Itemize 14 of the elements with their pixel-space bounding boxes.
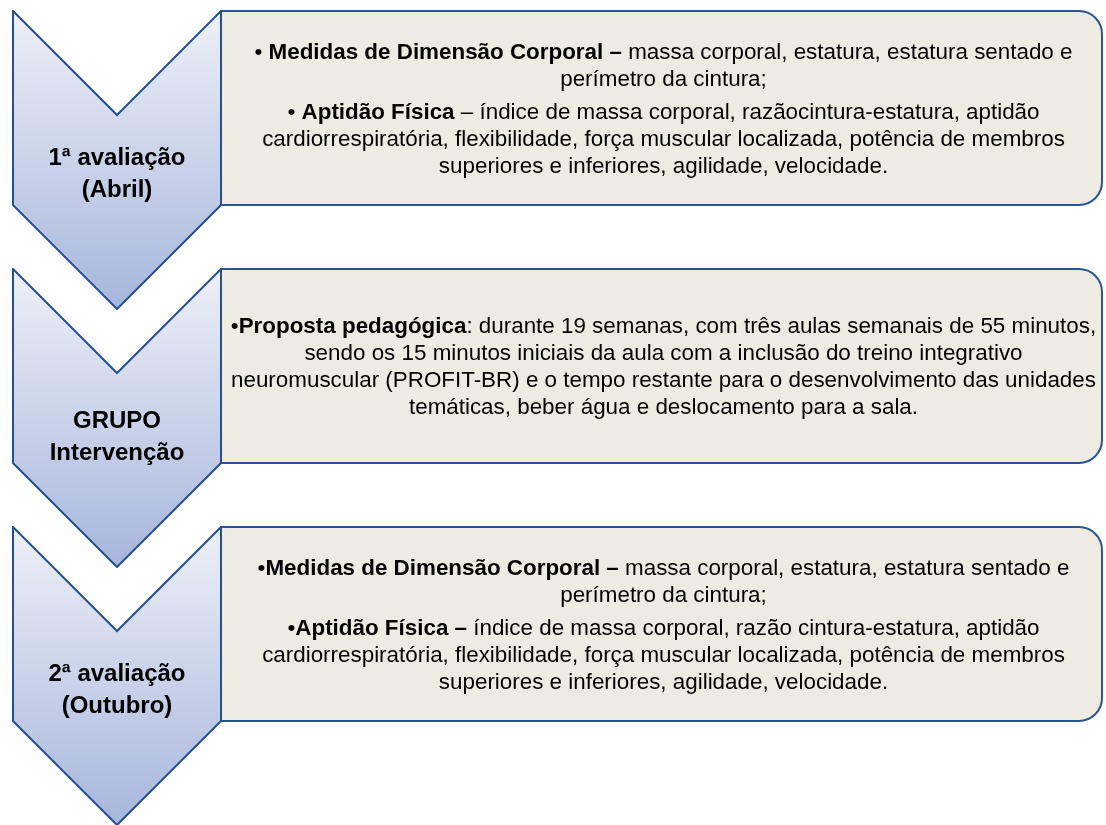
chevron-shape bbox=[12, 268, 222, 568]
step-label: GRUPO Intervenção bbox=[48, 404, 186, 467]
bullet-text: •Medidas de Dimensão Corporal – massa corporal, estatura, estatura sentado e perímetro da cintura; bbox=[256, 553, 1071, 608]
chevron-shape bbox=[12, 526, 222, 825]
text-panel bbox=[220, 10, 1103, 206]
bullet-text: •Proposta pedagógica: durante 19 semanas, com três aulas semanais de 55 minutos, sendo os 15 minutos iniciais da aula com a inclusão do treino integrativo neuromuscular (PROFIT-BR) e o tempo restante para o desenvolvimento das unidades temáticas, beber água e deslocamento para a sala. bbox=[230, 312, 1097, 420]
text-panel bbox=[220, 268, 1103, 464]
bullet-text: •Aptidão Física – índice de massa corporal, razão cintura-estatura, aptidão cardiorrespiratória, flexibilidade, força muscular localizada, potência de membros superiores e inferiores, agilidade, velocidade. bbox=[261, 613, 1066, 695]
step-label: 1ª avaliação (Abril) bbox=[47, 141, 187, 204]
text-panel bbox=[220, 526, 1103, 722]
step-label: 2ª avaliação (Outubro) bbox=[47, 657, 187, 720]
bullet-text: • Medidas de Dimensão Corporal – massa corporal, estatura, estatura sentado e perímetro da cintura; bbox=[253, 37, 1074, 92]
chevron-shape bbox=[12, 10, 222, 310]
bullet-text: • Aptidão Física – índice de massa corporal, razãocintura-estatura, aptidão cardiorrespiratória, flexibilidade, força muscular localizada, potência de membros superiores e inferiores, agilidade, velocidade. bbox=[261, 97, 1066, 179]
